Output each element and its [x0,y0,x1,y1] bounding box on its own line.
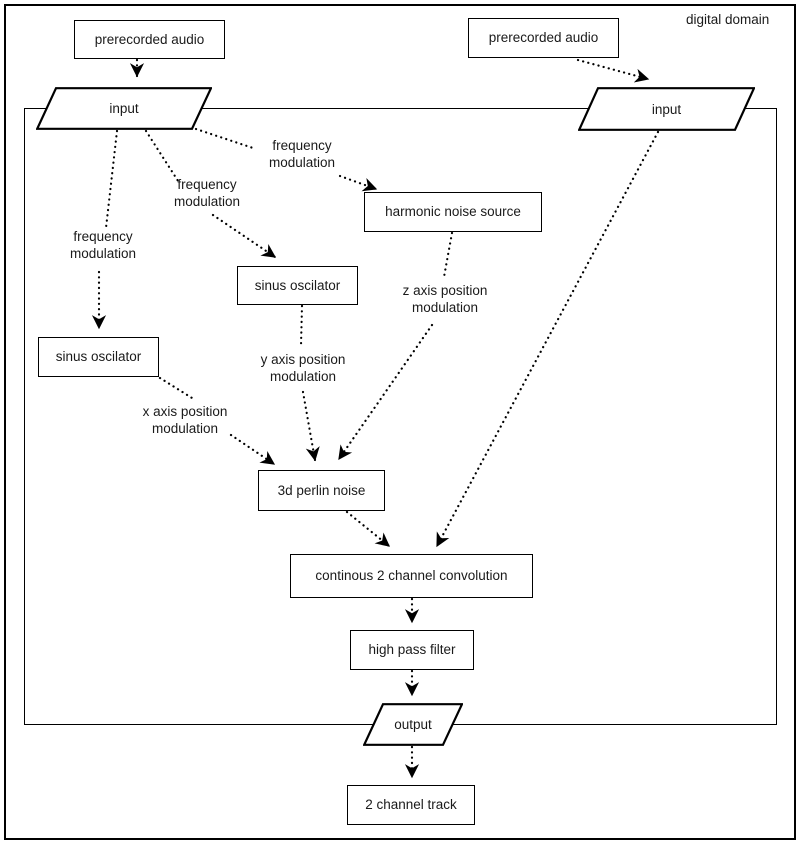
node-label: sinus oscilator [254,277,341,293]
parallelogram-shape [578,87,755,131]
edge-label-frequency-modulation-sinus-left: frequency modulation [69,229,137,261]
edge-label-z-axis-position-modulation: z axis position modulation [402,283,488,315]
node-convolution[interactable]: continous 2 channel convolution [290,554,533,598]
node-input-left[interactable]: input [36,87,212,130]
node-label: prerecorded audio [488,30,599,46]
node-label: continous 2 channel convolution [315,568,508,584]
node-label: prerecorded audio [94,31,205,47]
node-prerecorded-audio-left[interactable]: prerecorded audio [74,20,225,59]
node-harmonic-noise-source[interactable]: harmonic noise source [364,192,542,232]
node-perlin-noise[interactable]: 3d perlin noise [258,470,385,511]
node-two-channel-track[interactable]: 2 channel track [347,785,475,825]
node-label: harmonic noise source [385,204,521,220]
node-sinus-oscilator-right[interactable]: sinus oscilator [237,266,358,305]
node-label: input [109,101,139,116]
node-label: output [394,717,432,732]
digital-domain-label: digital domain [686,12,770,27]
edge-label-y-axis-position-modulation: y axis position modulation [260,352,346,384]
node-sinus-oscilator-left[interactable]: sinus oscilator [38,337,159,377]
node-label: sinus oscilator [55,349,142,365]
edge-label-frequency-modulation-harmonic: frequency modulation [268,138,336,170]
node-label: input [651,101,682,117]
node-high-pass-filter[interactable]: high pass filter [350,630,474,670]
parallelogram-shape [363,703,463,746]
node-output[interactable]: output [363,703,463,746]
node-label: 3d perlin noise [277,482,366,498]
node-prerecorded-audio-right[interactable]: prerecorded audio [468,18,619,58]
outer-border [4,4,796,840]
node-label: 2 channel track [365,797,457,813]
node-label: high pass filter [368,642,456,658]
edge-label-x-axis-position-modulation: x axis position modulation [142,404,228,436]
node-input-right[interactable]: input [578,87,755,131]
edge-label-frequency-modulation-sinus-right: frequency modulation [173,177,241,209]
parallelogram-shape [36,87,212,130]
